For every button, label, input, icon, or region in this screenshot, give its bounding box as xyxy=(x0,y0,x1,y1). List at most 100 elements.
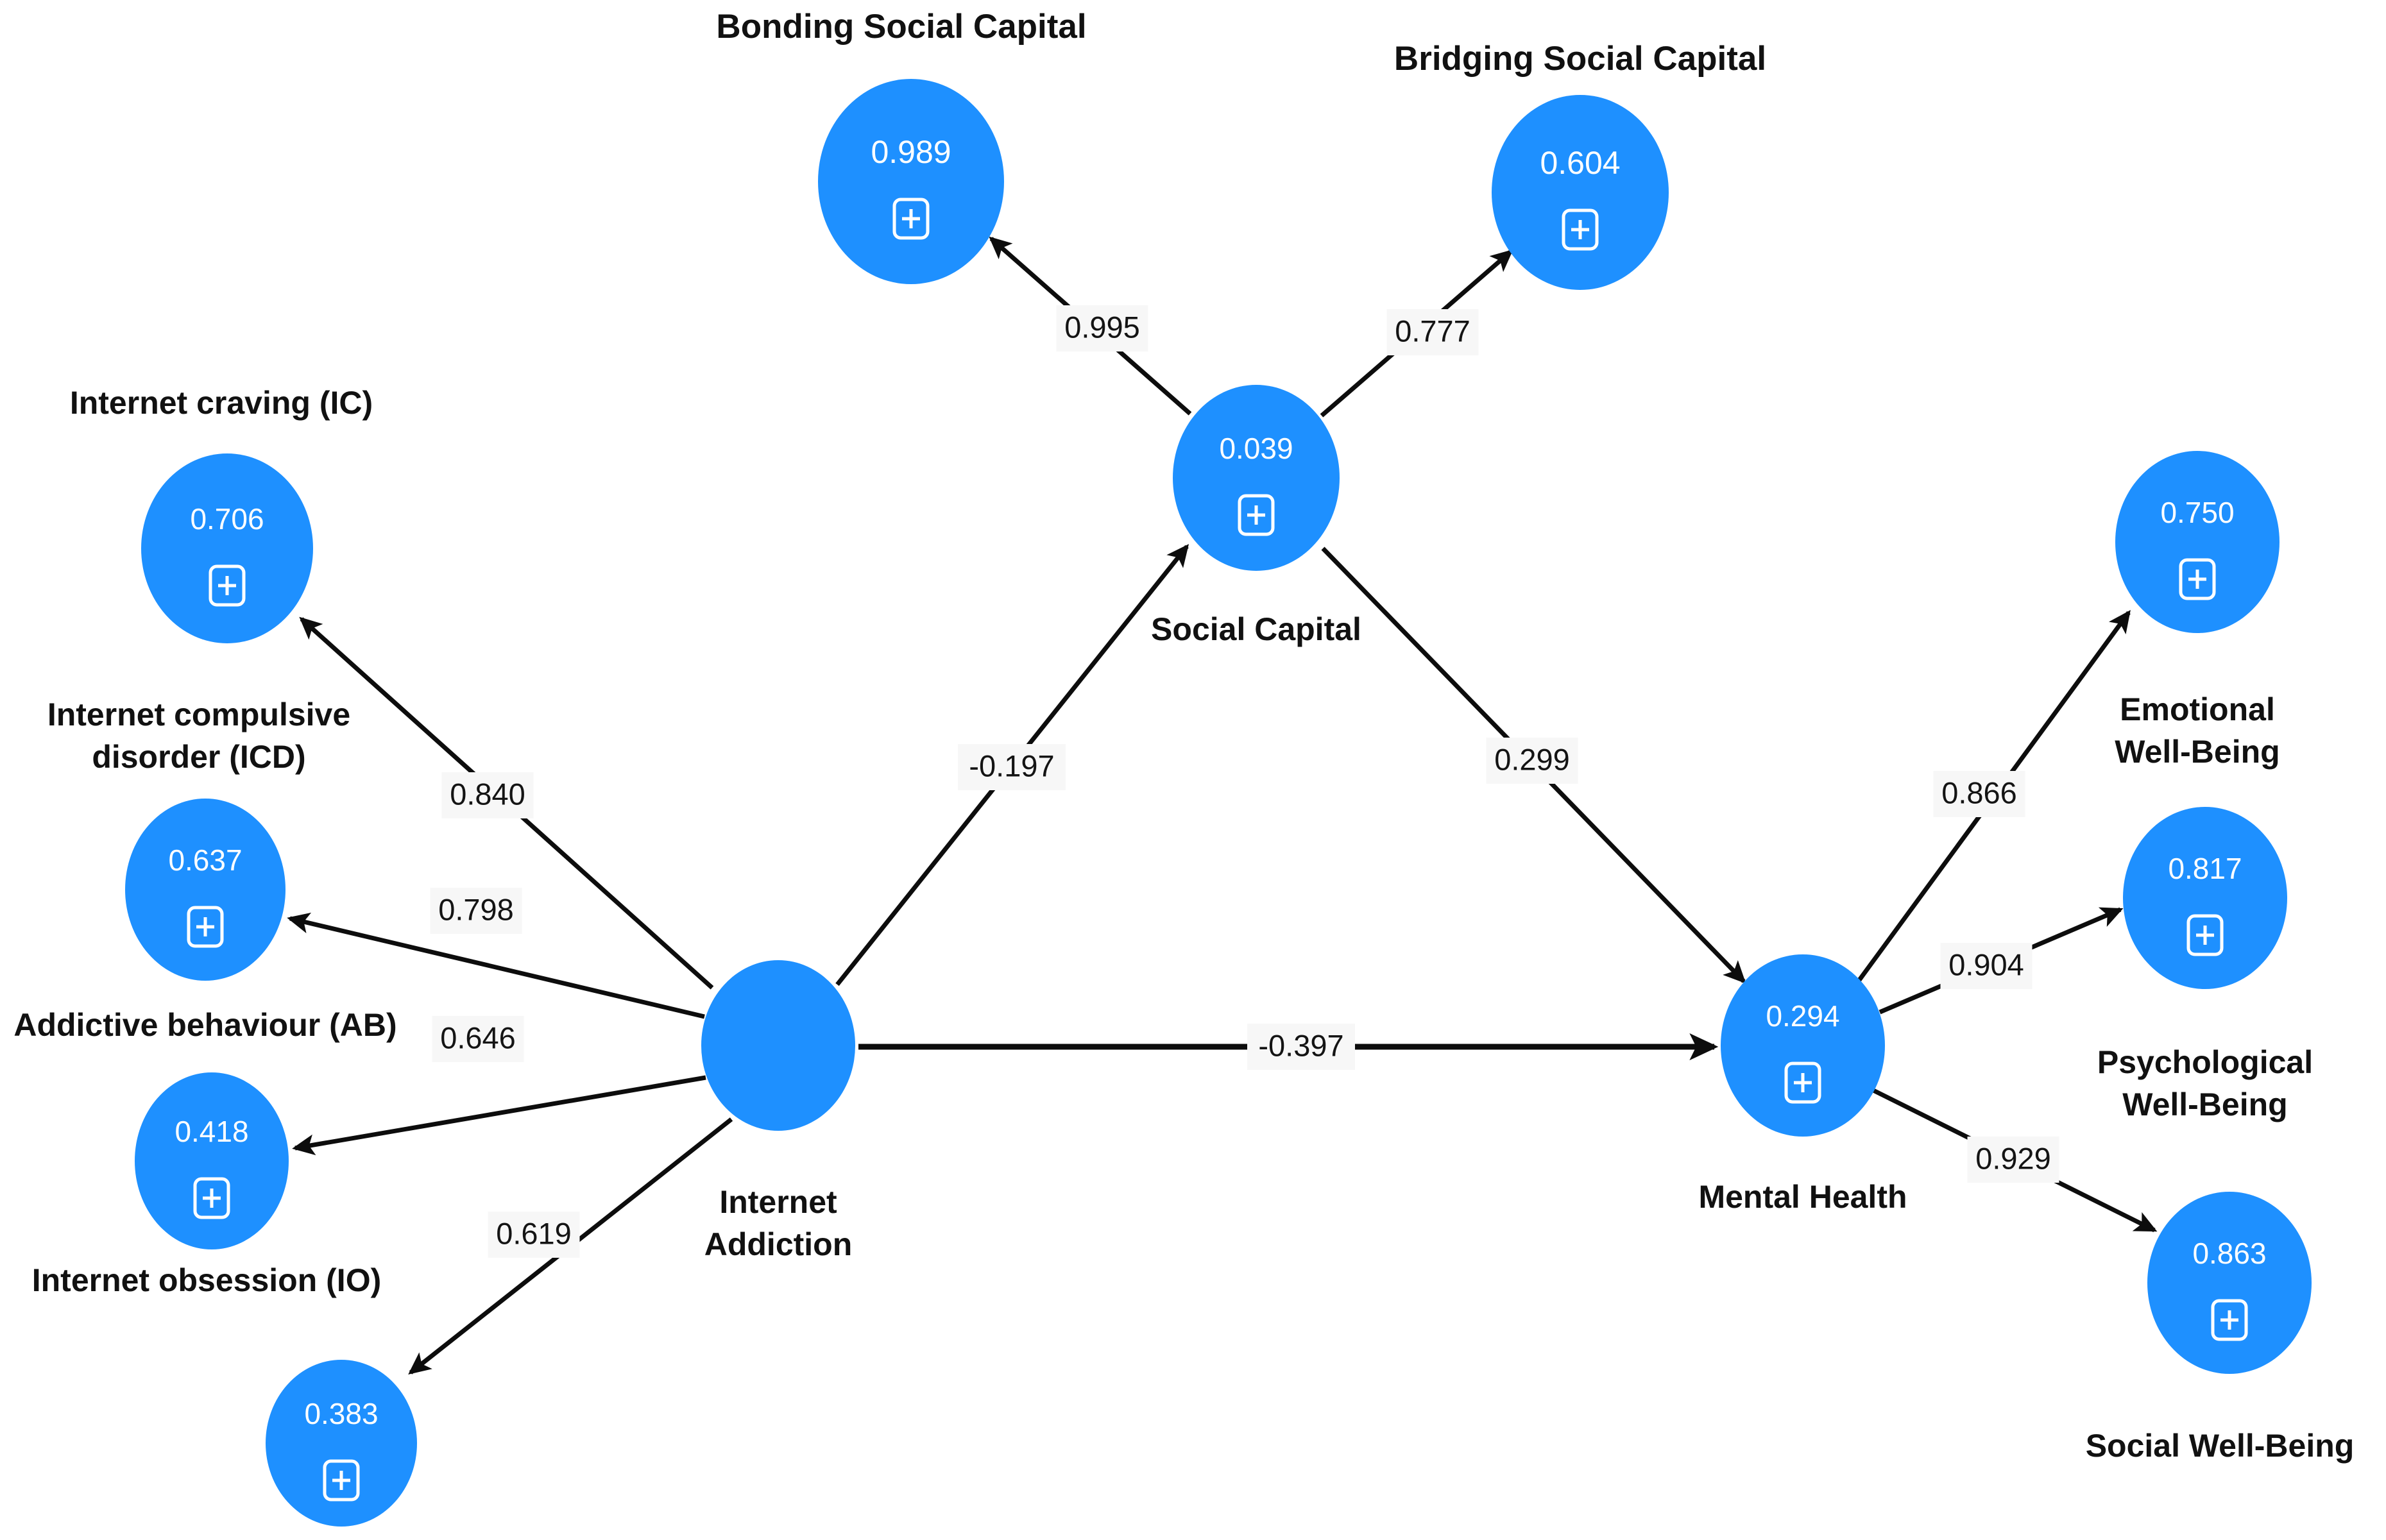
node-circle-bridging_social_capital[interactable] xyxy=(1492,95,1669,290)
edge-label-plate xyxy=(441,772,534,818)
node-bridging_social_capital[interactable]: 0.604 xyxy=(1492,95,1669,290)
node-value-mental_health: 0.294 xyxy=(1766,999,1839,1033)
edge-label-sc_to_bonding: 0.995 xyxy=(1056,305,1148,351)
expand-plus-icon[interactable] xyxy=(2186,914,2224,956)
node-internet_addiction[interactable] xyxy=(701,960,855,1131)
expand-plus-icon[interactable] xyxy=(209,564,246,607)
node-value-psychological_wellbeing: 0.817 xyxy=(2168,852,2242,885)
edge-label-plate xyxy=(1933,771,2025,817)
node-circle-bonding_social_capital[interactable] xyxy=(818,79,1004,284)
edge-label-text: 0.299 xyxy=(1494,742,1570,776)
construct-label-bonding_social_capital: Bonding Social Capital xyxy=(716,8,1086,46)
construct-label-line: Mental Health xyxy=(1698,1179,1907,1215)
construct-label-line: Internet craving (IC) xyxy=(70,385,373,421)
expand-plus-icon[interactable] xyxy=(1238,494,1275,536)
edge-label-ia_to_io: 0.646 xyxy=(432,1016,524,1062)
edge-label-text: -0.197 xyxy=(969,749,1054,783)
construct-label-line: Bonding Social Capital xyxy=(716,8,1086,46)
construct-label-line: Internet obsession (IO) xyxy=(32,1262,382,1298)
edge-label-plate xyxy=(1386,309,1479,355)
construct-label-line: Psychological xyxy=(2097,1044,2313,1080)
construct-label-line: Emotional xyxy=(2120,691,2275,727)
node-value-bridging_social_capital: 0.604 xyxy=(1540,145,1620,181)
edge-labels-layer: 0.995 0.777 -0.197 0.299 -0.397 0.840 0.798 0.6… xyxy=(430,305,2059,1258)
expand-plus-icon[interactable] xyxy=(187,906,224,948)
construct-label-line: disorder (ICD) xyxy=(92,739,305,775)
edge-label-text: 0.904 xyxy=(1948,947,2024,981)
edge-label-text: 0.995 xyxy=(1064,310,1140,344)
edge-label-plate xyxy=(958,744,1066,790)
node-circle-social_capital[interactable] xyxy=(1173,385,1340,571)
node-psychological_wellbeing[interactable]: 0.817 xyxy=(2123,807,2287,989)
node-internet_compulsive_disorder[interactable]: 0.637 xyxy=(125,799,285,981)
edge-label-plate xyxy=(1056,305,1148,351)
node-social_capital[interactable]: 0.039 xyxy=(1173,385,1340,571)
edge-label-plate xyxy=(430,888,522,934)
expand-plus-icon[interactable] xyxy=(323,1459,360,1502)
edge-label-plate xyxy=(1486,738,1578,784)
construct-label-social_wellbeing: Social Well-Being xyxy=(2086,1428,2355,1464)
edge-ia_to_io[interactable] xyxy=(292,1075,706,1156)
node-value-internet_craving: 0.706 xyxy=(190,502,264,536)
node-social_wellbeing[interactable]: 0.863 xyxy=(2147,1192,2312,1374)
node-value-internet_obsession: 0.418 xyxy=(175,1115,248,1148)
edge-label-ia_to_sc: -0.197 xyxy=(958,744,1066,790)
node-value-social_wellbeing: 0.863 xyxy=(2192,1237,2266,1270)
node-circle-mental_health[interactable] xyxy=(1721,954,1885,1137)
edge-label-ia_to_icd: 0.798 xyxy=(430,888,522,934)
construct-label-social_capital: Social Capital xyxy=(1151,611,1361,647)
node-mental_health[interactable]: 0.294 xyxy=(1721,954,1885,1137)
nodes-layer: 0.989 0.604 0.039 0.706 0.637 0.418 0.383 0.294… xyxy=(125,79,2312,1527)
edge-label-plate xyxy=(1967,1137,2059,1183)
edge-ia_to_icd[interactable] xyxy=(287,912,705,1019)
edge-label-text: 0.929 xyxy=(1975,1141,2051,1175)
node-circle-social_wellbeing[interactable] xyxy=(2147,1192,2312,1374)
edge-label-plate xyxy=(432,1016,524,1062)
construct-label-bridging_social_capital: Bridging Social Capital xyxy=(1394,40,1766,78)
edge-label-plate xyxy=(488,1212,580,1258)
construct-label-line: Addiction xyxy=(704,1226,853,1262)
node-emotional_wellbeing[interactable]: 0.750 xyxy=(2115,451,2279,633)
node-value-bonding_social_capital: 0.989 xyxy=(871,134,951,170)
node-addictive_behaviour[interactable]: 0.383 xyxy=(266,1360,417,1527)
node-circle-emotional_wellbeing[interactable] xyxy=(2115,451,2279,633)
edge-label-ia_to_mh: -0.397 xyxy=(1247,1024,1355,1070)
edge-label-text: 0.866 xyxy=(1941,775,2017,809)
expand-plus-icon[interactable] xyxy=(1784,1062,1821,1104)
node-bonding_social_capital[interactable]: 0.989 xyxy=(818,79,1004,284)
node-circle-addictive_behaviour[interactable] xyxy=(266,1360,417,1527)
node-value-emotional_wellbeing: 0.750 xyxy=(2160,496,2234,529)
construct-label-line: Well-Being xyxy=(2122,1087,2287,1122)
edge-label-mh_to_swb: 0.929 xyxy=(1967,1137,2059,1183)
expand-plus-icon[interactable] xyxy=(193,1177,230,1219)
expand-plus-icon[interactable] xyxy=(892,198,930,240)
node-circle-internet_compulsive_disorder[interactable] xyxy=(125,799,285,981)
edge-label-text: 0.798 xyxy=(438,892,514,926)
node-circle-internet_obsession[interactable] xyxy=(135,1072,289,1249)
node-internet_craving[interactable]: 0.706 xyxy=(141,453,313,643)
edge-label-text: -0.397 xyxy=(1258,1028,1343,1062)
node-internet_obsession[interactable]: 0.418 xyxy=(135,1072,289,1249)
node-value-internet_compulsive_disorder: 0.637 xyxy=(168,843,242,877)
edge-label-ia_to_ic: 0.840 xyxy=(441,772,534,818)
construct-label-addictive_behaviour: Addictive behaviour (AB) xyxy=(13,1007,396,1043)
edge-label-text: 0.619 xyxy=(496,1216,572,1250)
construct-label-line: Social Well-Being xyxy=(2086,1428,2355,1464)
expand-plus-icon[interactable] xyxy=(2211,1299,2248,1341)
construct-label-line: Social Capital xyxy=(1151,611,1361,647)
node-circle-psychological_wellbeing[interactable] xyxy=(2123,807,2287,989)
expand-plus-icon[interactable] xyxy=(2179,558,2216,600)
edge-label-text: 0.777 xyxy=(1395,314,1470,348)
node-circle-internet_addiction[interactable] xyxy=(701,960,855,1131)
construct-label-line: Internet compulsive xyxy=(47,697,350,732)
edge-label-text: 0.840 xyxy=(450,777,525,811)
construct-label-line: Addictive behaviour (AB) xyxy=(13,1007,396,1043)
expand-plus-icon[interactable] xyxy=(1562,208,1599,251)
node-value-social_capital: 0.039 xyxy=(1219,432,1293,465)
node-circle-internet_craving[interactable] xyxy=(141,453,313,643)
